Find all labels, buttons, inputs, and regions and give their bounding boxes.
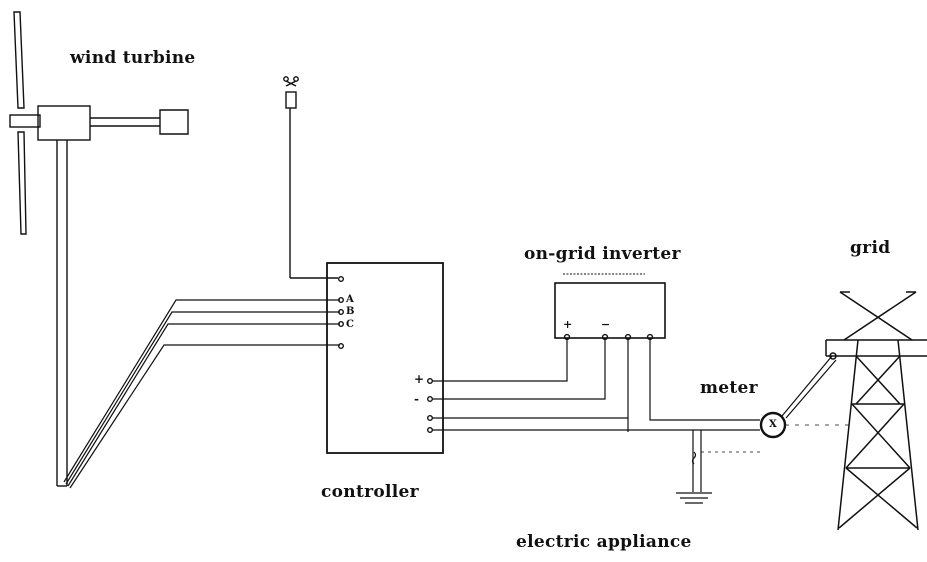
controller-box	[326, 262, 444, 454]
inverter-terminal-minus: −	[601, 318, 611, 331]
inverter-terminal-plus: +	[563, 318, 573, 331]
on-grid-inverter-label: on-grid inverter	[524, 244, 681, 264]
controller-terminal-a: A	[346, 294, 354, 305]
grid-label: grid	[850, 238, 891, 258]
electric-appliance	[676, 430, 760, 504]
electric-appliance-label: electric appliance	[516, 532, 692, 552]
turbine-tail-fin	[159, 109, 189, 135]
turbine-hub	[9, 114, 41, 128]
controller-terminal-c: C	[346, 319, 354, 330]
turbine-blade-upper	[13, 11, 25, 109]
turbine-nacelle	[37, 105, 91, 141]
meter	[759, 355, 850, 439]
controller-terminal-b: B	[346, 306, 355, 317]
controller-terminal-plus: +	[414, 372, 425, 386]
turbine-blade-lower	[17, 131, 27, 235]
grid-tower	[825, 291, 927, 531]
on-grid-inverter-box	[554, 273, 666, 341]
controller-terminal-minus: -	[414, 392, 419, 406]
wind-speed-sensor	[283, 76, 338, 279]
wind-turbine	[9, 11, 189, 487]
meter-label: meter	[700, 378, 758, 398]
controller-label: controller	[321, 482, 419, 502]
meter-symbol: X	[769, 419, 777, 430]
controller-outputs	[432, 338, 760, 432]
wind-turbine-label: wind turbine	[70, 48, 196, 68]
turbine-cables	[63, 299, 340, 489]
